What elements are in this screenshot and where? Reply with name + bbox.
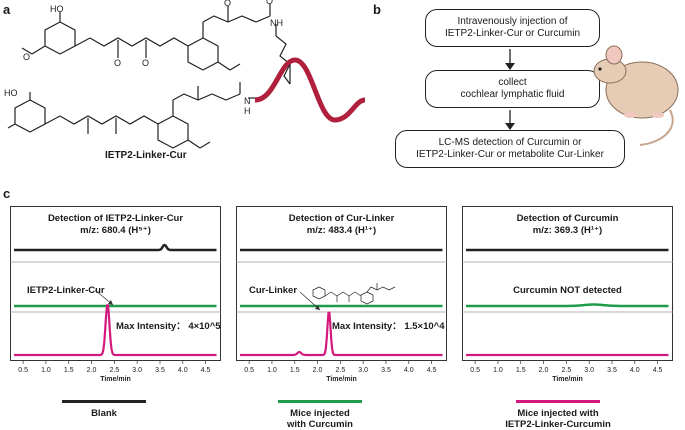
legend-line-curcumin <box>278 400 362 403</box>
x-tick-label: 4.5 <box>653 367 663 374</box>
flow-arrows <box>505 49 515 130</box>
peak-arrow-head <box>315 305 320 310</box>
benzene-ring <box>44 21 76 55</box>
n-bottom-label: N <box>244 96 251 106</box>
o-label: O <box>142 58 149 68</box>
x-tick-label: 3.0 <box>358 367 368 374</box>
o-label: O <box>266 0 273 6</box>
max-intensity-label: Max Intensity： 4×10^5 <box>116 321 221 332</box>
mouse-illustration <box>593 45 679 146</box>
x-axis-label: Time/min <box>326 376 357 383</box>
panel-letter-c: c <box>3 186 11 201</box>
x-tick-label: 4.5 <box>427 367 437 374</box>
chemical-structure: HO O O O O O NH HO N H <box>4 0 366 149</box>
trace-conjugate <box>240 311 443 357</box>
ho-bottom-label: HO <box>4 88 18 98</box>
x-tick-label: 0.5 <box>244 367 254 374</box>
x-tick-label: 2.0 <box>87 367 97 374</box>
x-tick-label: 1.5 <box>516 367 526 374</box>
x-tick-label: 2.5 <box>109 367 119 374</box>
trace-blank <box>14 243 217 252</box>
x-tick-label: 1.5 <box>64 367 74 374</box>
compound-label: IETP2-Linker-Cur <box>105 150 187 161</box>
x-tick-label: 4.0 <box>404 367 414 374</box>
x-tick-label: 3.0 <box>132 367 142 374</box>
nh-top-label: NH <box>270 18 283 28</box>
x-axis-label: Time/min <box>552 376 583 383</box>
x-tick-label: 0.5 <box>18 367 28 374</box>
legend-line-blank <box>62 400 146 403</box>
x-tick-label: 1.0 <box>493 367 503 374</box>
max-intensity-label: Max Intensity： 1.5×10^4 <box>332 321 445 332</box>
legend-line-conjugate <box>516 400 600 403</box>
x-tick-label: 1.0 <box>41 367 51 374</box>
trace-curcumin <box>466 303 669 308</box>
x-tick-label: 3.5 <box>381 367 391 374</box>
peptide-chain <box>254 57 366 123</box>
legend-label-blank: Blank <box>91 408 117 419</box>
x-tick-label: 2.0 <box>313 367 323 374</box>
x-tick-label: 3.5 <box>607 367 617 374</box>
panel-letter-b: b <box>373 2 381 17</box>
x-tick-label: 1.5 <box>290 367 300 374</box>
x-tick-label: 0.5 <box>470 367 480 374</box>
x-tick-label: 2.5 <box>335 367 345 374</box>
panel-letter-a: a <box>3 2 11 17</box>
ho-top-label: HO <box>50 4 64 14</box>
x-tick-label: 3.5 <box>155 367 165 374</box>
x-tick-label: 3.0 <box>584 367 594 374</box>
x-tick-label: 4.5 <box>201 367 211 374</box>
x-tick-label: 1.0 <box>267 367 277 374</box>
trace-conjugate <box>14 304 217 357</box>
peak-label: Cur-Linker <box>249 285 298 296</box>
x-axis-label: Time/min <box>100 376 131 383</box>
cur-linker-structure <box>312 283 396 305</box>
peak-label: IETP2-Linker-Cur <box>27 285 105 296</box>
o-label: O <box>224 0 231 8</box>
x-tick-label: 2.0 <box>539 367 549 374</box>
not-detected-label: Curcumin NOT detected <box>513 285 622 296</box>
h-bottom-label: H <box>244 106 251 116</box>
x-tick-label: 4.0 <box>178 367 188 374</box>
o-label: O <box>114 58 121 68</box>
peak-arrow-head <box>108 300 113 305</box>
x-tick-label: 2.5 <box>561 367 571 374</box>
x-tick-label: 4.0 <box>630 367 640 374</box>
o-label: O <box>23 52 30 62</box>
